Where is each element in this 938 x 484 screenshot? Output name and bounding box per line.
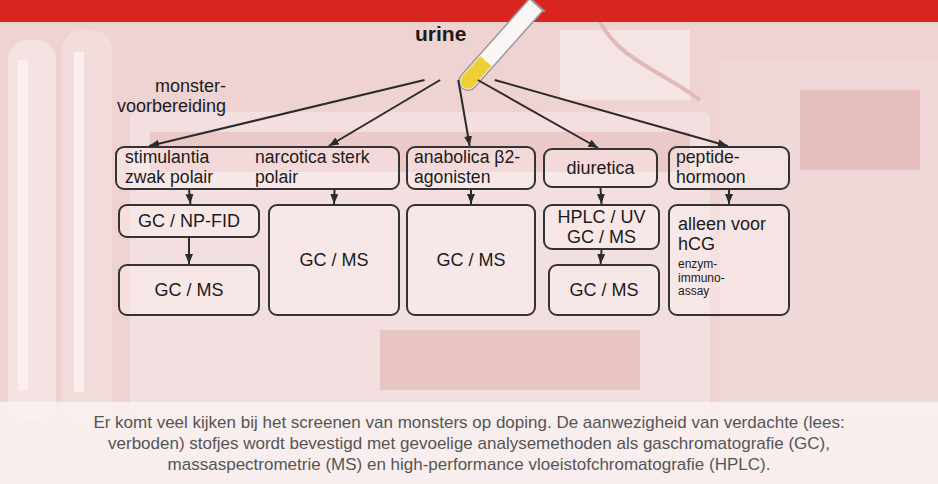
gas-cylinder — [62, 30, 112, 420]
flow-arrow — [478, 80, 598, 148]
method-box: GC / MS — [118, 264, 260, 316]
flow-arrow — [470, 190, 472, 204]
flow-arrow — [601, 188, 602, 204]
substance-class-box: anabolica β2-agonisten — [406, 146, 536, 190]
cylinder-highlight — [74, 52, 84, 392]
flow-arrow — [495, 80, 728, 146]
tube-lip — [528, 0, 544, 12]
flow-arrow — [458, 80, 469, 146]
cylinder-highlight — [18, 60, 28, 390]
box-text: diuretica — [566, 158, 634, 178]
substance-class-box: peptide- hormoon — [668, 146, 790, 190]
flow-arrow — [188, 238, 190, 264]
flow-arrow — [728, 190, 730, 204]
box-text: GC / MS — [569, 280, 638, 300]
gas-cylinder — [8, 40, 56, 420]
sample-node: urine — [405, 10, 535, 80]
box-text: stimulantia zwak polair — [125, 148, 235, 188]
caption-panel: Er komt veel kijken bij het screenen van… — [0, 402, 938, 484]
box-text: peptide- hormoon — [676, 148, 782, 188]
instrument-front — [380, 330, 640, 390]
hose — [600, 22, 700, 100]
instrument-screen — [800, 90, 920, 170]
box-text: enzym- immuno- assay — [678, 258, 740, 298]
method-box: GC / MS — [406, 204, 536, 316]
flow-arrow — [329, 80, 440, 146]
flow-arrow — [600, 250, 603, 264]
box-text: HPLC / UV GC / MS — [551, 207, 652, 247]
step-label: monster- voorbereiding — [98, 76, 226, 116]
caption-text: Er komt veel kijken bij het screenen van… — [60, 412, 878, 475]
flow-arrow — [189, 190, 190, 204]
sample-label: urine — [415, 22, 466, 46]
method-box: GC / MS — [548, 264, 660, 316]
box-text: narcotica sterk polair — [255, 148, 390, 188]
substance-class-box: stimulantia zwak polair narcotica sterk p… — [115, 146, 400, 190]
box-text: alleen voor hCG — [678, 214, 782, 254]
method-box: HPLC / UV GC / MS — [543, 204, 660, 250]
flow-arrow — [333, 190, 336, 204]
method-box: GC / NP-FID — [118, 204, 260, 238]
substance-class-box: diuretica — [543, 148, 658, 188]
method-box: GC / MS — [268, 204, 400, 316]
urine-liquid — [457, 56, 491, 92]
box-text: GC / MS — [299, 250, 368, 270]
box-text: GC / NP-FID — [138, 211, 240, 231]
box-text: GC / MS — [154, 280, 223, 300]
header-bar — [0, 0, 938, 22]
tube-glass — [455, 0, 543, 94]
box-text: anabolica β2-agonisten — [414, 148, 528, 188]
box-text: GC / MS — [436, 250, 505, 270]
instrument-top — [560, 30, 690, 100]
method-box: alleen voor hCGenzym- immuno- assay — [668, 204, 790, 316]
